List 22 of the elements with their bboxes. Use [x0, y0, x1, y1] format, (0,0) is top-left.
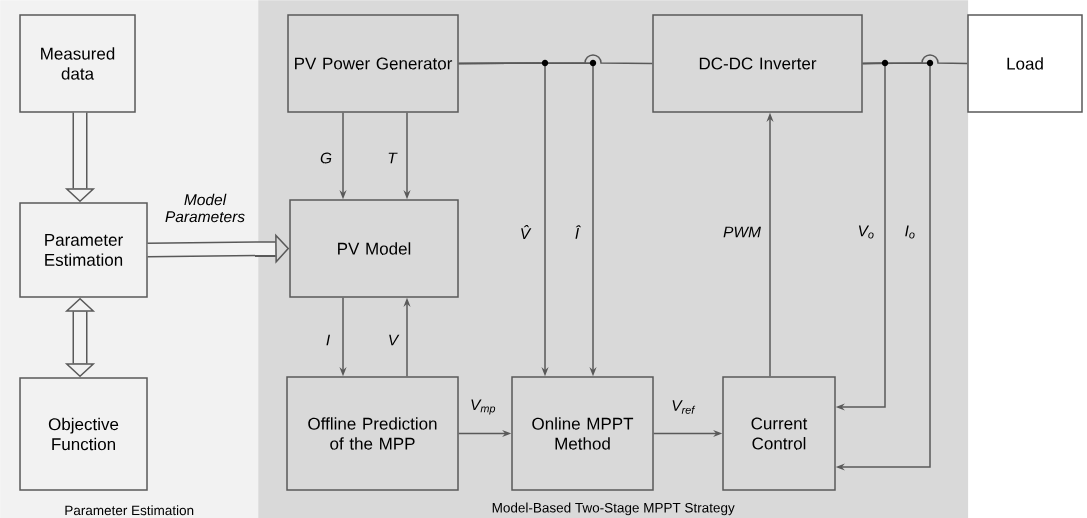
edge-label: Model Parameters: [165, 193, 245, 223]
edge-label: Î: [575, 225, 581, 239]
block-box: Measured data: [19, 14, 136, 113]
block-box: Current Control: [722, 376, 836, 491]
block-box: PV Power Generator: [287, 14, 459, 113]
edge-label: V: [389, 334, 400, 346]
edge-label: PWM: [723, 226, 761, 238]
block-box: Parameter Estimation: [19, 202, 148, 298]
block-box: PV Model: [289, 199, 459, 298]
edge-label: G: [320, 152, 332, 164]
edge-label: T: [388, 152, 398, 164]
block-box: Objective Function: [19, 377, 148, 491]
edge-label: V̂: [521, 225, 532, 239]
block-box: Offline Prediction of the MPP: [286, 376, 459, 491]
edge-label: V$_{o}$: [858, 225, 874, 239]
edge-label: I: [326, 334, 330, 346]
edge-label: V$_{ref}$: [672, 400, 696, 414]
block-box: Online MPPT Method: [511, 376, 654, 491]
block-box: DC-DC Inverter: [652, 14, 863, 113]
edge-label: V$_{mp}$: [471, 399, 496, 415]
block-box: Load: [967, 14, 1083, 113]
edge-label: I$_{o}$: [905, 225, 915, 239]
